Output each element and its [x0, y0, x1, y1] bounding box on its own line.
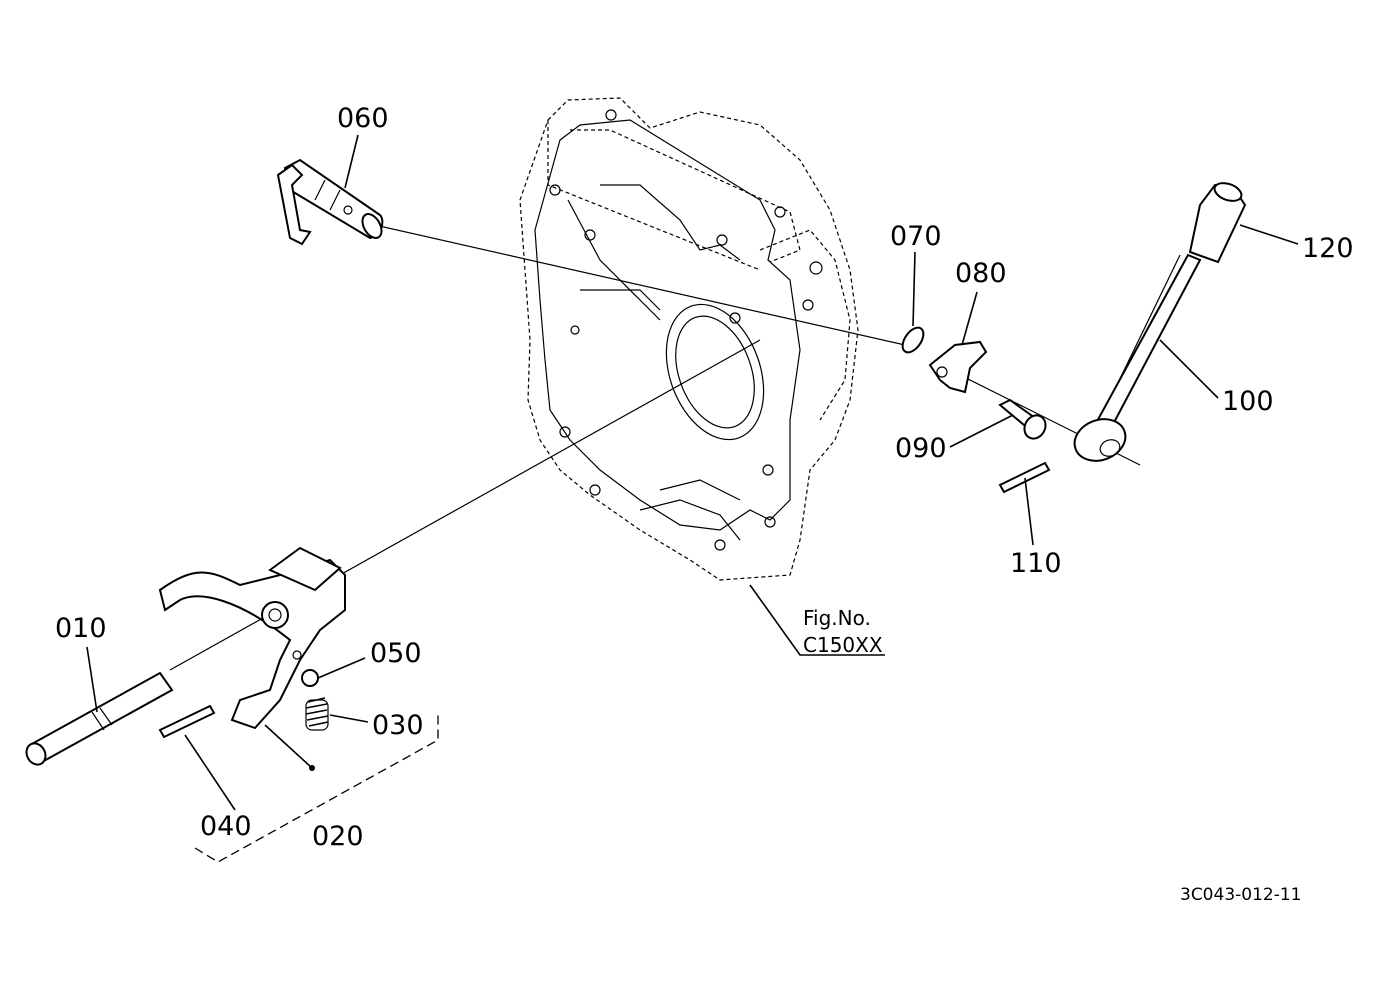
- leader-100: [1159, 339, 1219, 399]
- leader-040: [184, 734, 236, 811]
- label-050: 050: [370, 638, 422, 669]
- label-020: 020: [312, 821, 364, 852]
- label-040: 040: [200, 811, 252, 842]
- shaft-axis-lower: [169, 339, 761, 671]
- leader-fig-ref: [749, 584, 885, 656]
- leader-110: [1024, 477, 1034, 546]
- transmission-housing: [519, 97, 859, 581]
- label-120: 120: [1302, 233, 1354, 264]
- part-050-ball: [301, 669, 319, 687]
- leader-070: [912, 251, 916, 327]
- leader-030: [329, 714, 369, 723]
- leader-060: [344, 134, 359, 189]
- leader-010: [86, 646, 98, 713]
- part-010-shaft: [25, 671, 174, 766]
- part-040-pin: [158, 704, 216, 739]
- drawing-number: 3C043-012-11: [1180, 885, 1301, 905]
- label-100: 100: [1222, 386, 1274, 417]
- shaft-axis-upper: [374, 224, 906, 346]
- leader-120: [1239, 224, 1299, 245]
- part-120-knob: [1188, 182, 1247, 264]
- part-020-shift-fork: [158, 546, 346, 730]
- part-090-bolt: [998, 398, 1047, 440]
- part-080-bracket: [928, 340, 988, 394]
- label-010: 010: [55, 613, 107, 644]
- part-110-pin: [998, 461, 1051, 494]
- label-110: 110: [1010, 548, 1062, 579]
- part-070-o-ring: [901, 326, 925, 354]
- fig-ref-line2: C150XX: [803, 633, 883, 657]
- part-060-shift-arm: [276, 158, 384, 246]
- part-100-lever: [1073, 253, 1202, 462]
- label-030: 030: [372, 710, 424, 741]
- leader-020-inner: [264, 724, 313, 769]
- label-060: 060: [337, 103, 389, 134]
- part-030-spring: [305, 697, 329, 731]
- leader-050: [317, 657, 366, 679]
- label-080: 080: [955, 258, 1007, 289]
- fig-ref-line1: Fig.No.: [803, 606, 871, 630]
- label-070: 070: [890, 221, 942, 252]
- leader-080: [961, 291, 978, 346]
- leader-090: [949, 414, 1014, 448]
- label-090: 090: [895, 433, 947, 464]
